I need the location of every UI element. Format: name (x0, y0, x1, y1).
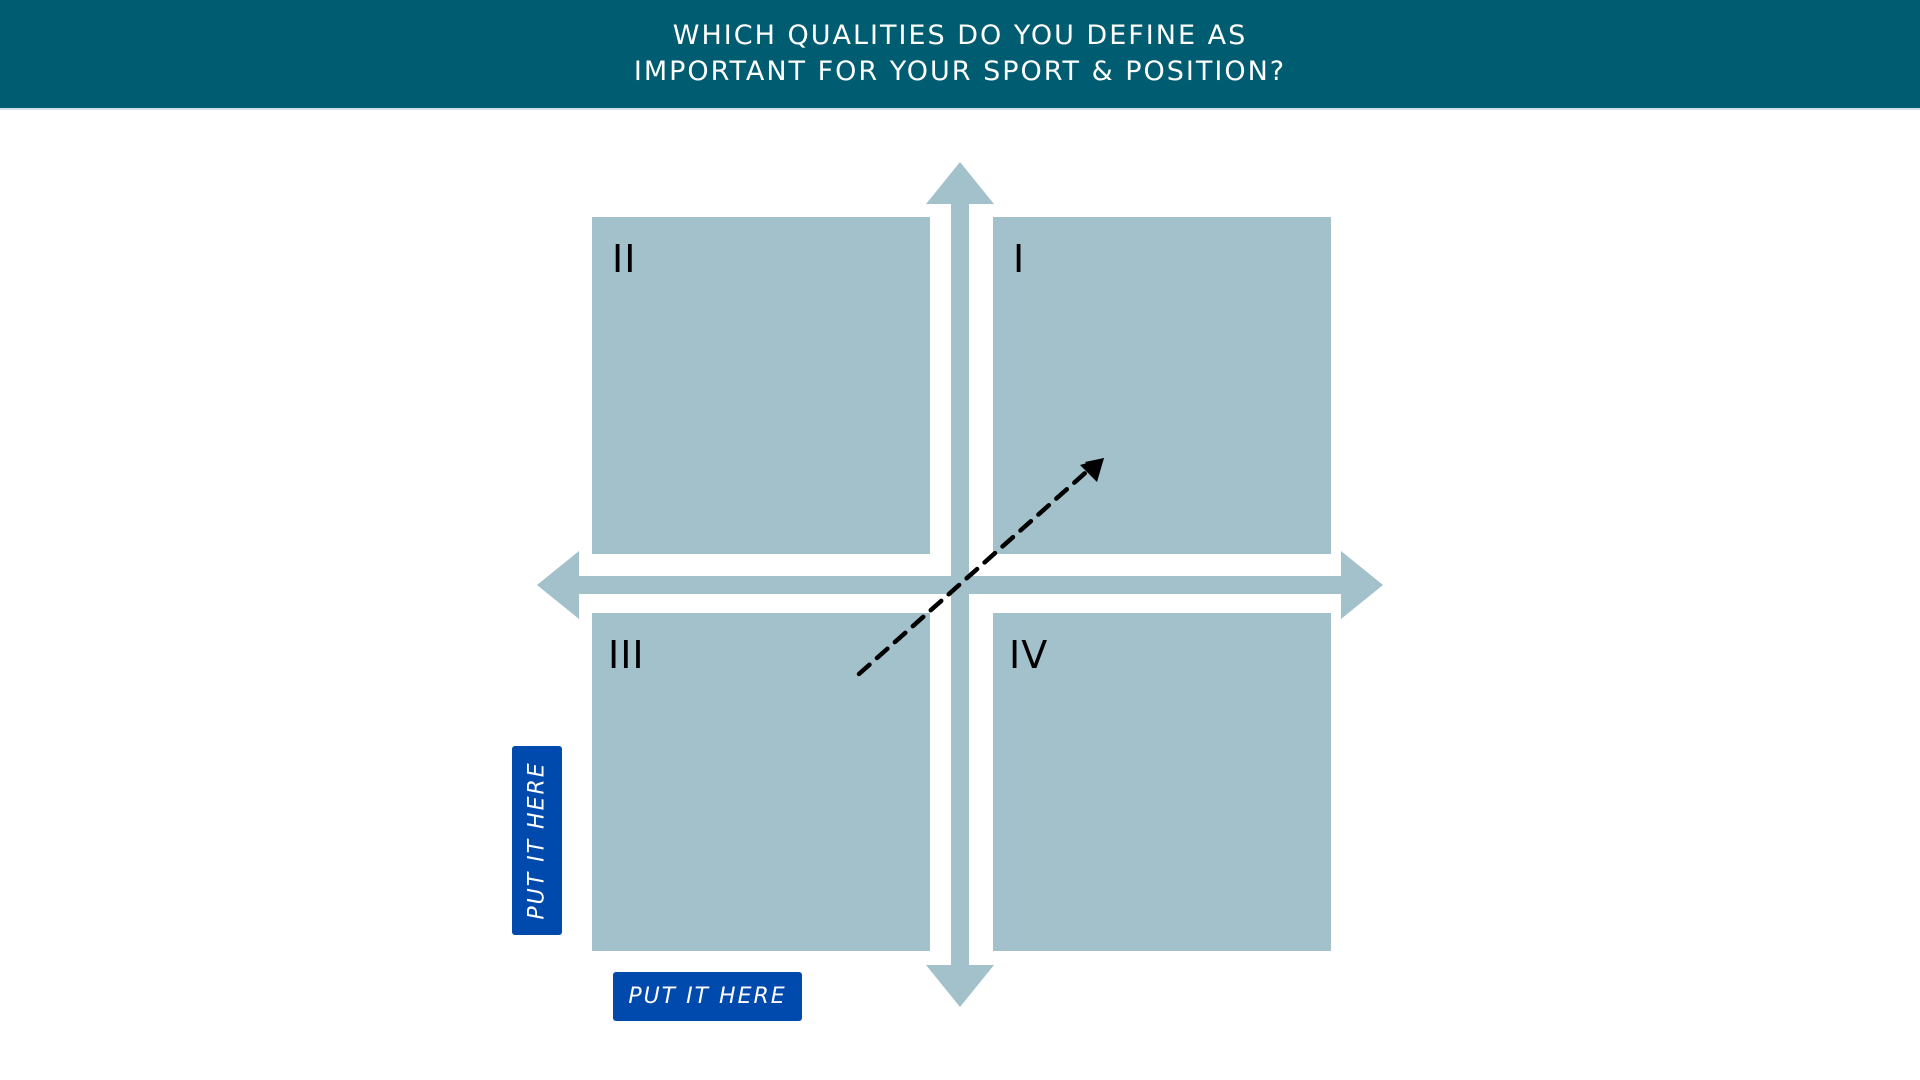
quadrant-ii: II (592, 217, 930, 554)
x-axis-drop-button[interactable]: PUT IT HERE (613, 972, 802, 1021)
arrow-left-icon (537, 551, 579, 619)
vertical-axis (951, 200, 969, 970)
y-axis-drop-label: PUT IT HERE (524, 761, 550, 920)
arrow-right-icon (1341, 551, 1383, 619)
quadrant-iii-label: III (608, 633, 645, 677)
quadrant-iii: III (592, 613, 930, 951)
header-title-line-2: IMPORTANT FOR YOUR SPORT & POSITION? (633, 56, 1287, 87)
page-header: WHICH QUALITIES DO YOU DEFINE AS IMPORTA… (0, 0, 1920, 110)
header-title-line-1: WHICH QUALITIES DO YOU DEFINE AS (672, 20, 1248, 51)
x-axis-drop-label: PUT IT HERE (628, 984, 787, 1009)
horizontal-axis (575, 576, 1345, 594)
y-axis-drop-button[interactable]: PUT IT HERE (512, 746, 562, 935)
quadrant-iv: IV (993, 613, 1331, 951)
quadrant-i: I (993, 217, 1331, 554)
arrow-down-icon (926, 965, 994, 1007)
quadrant-i-label: I (1013, 237, 1026, 281)
quadrant-iv-label: IV (1009, 633, 1049, 677)
quadrant-ii-label: II (612, 237, 637, 281)
arrow-up-icon (926, 162, 994, 204)
